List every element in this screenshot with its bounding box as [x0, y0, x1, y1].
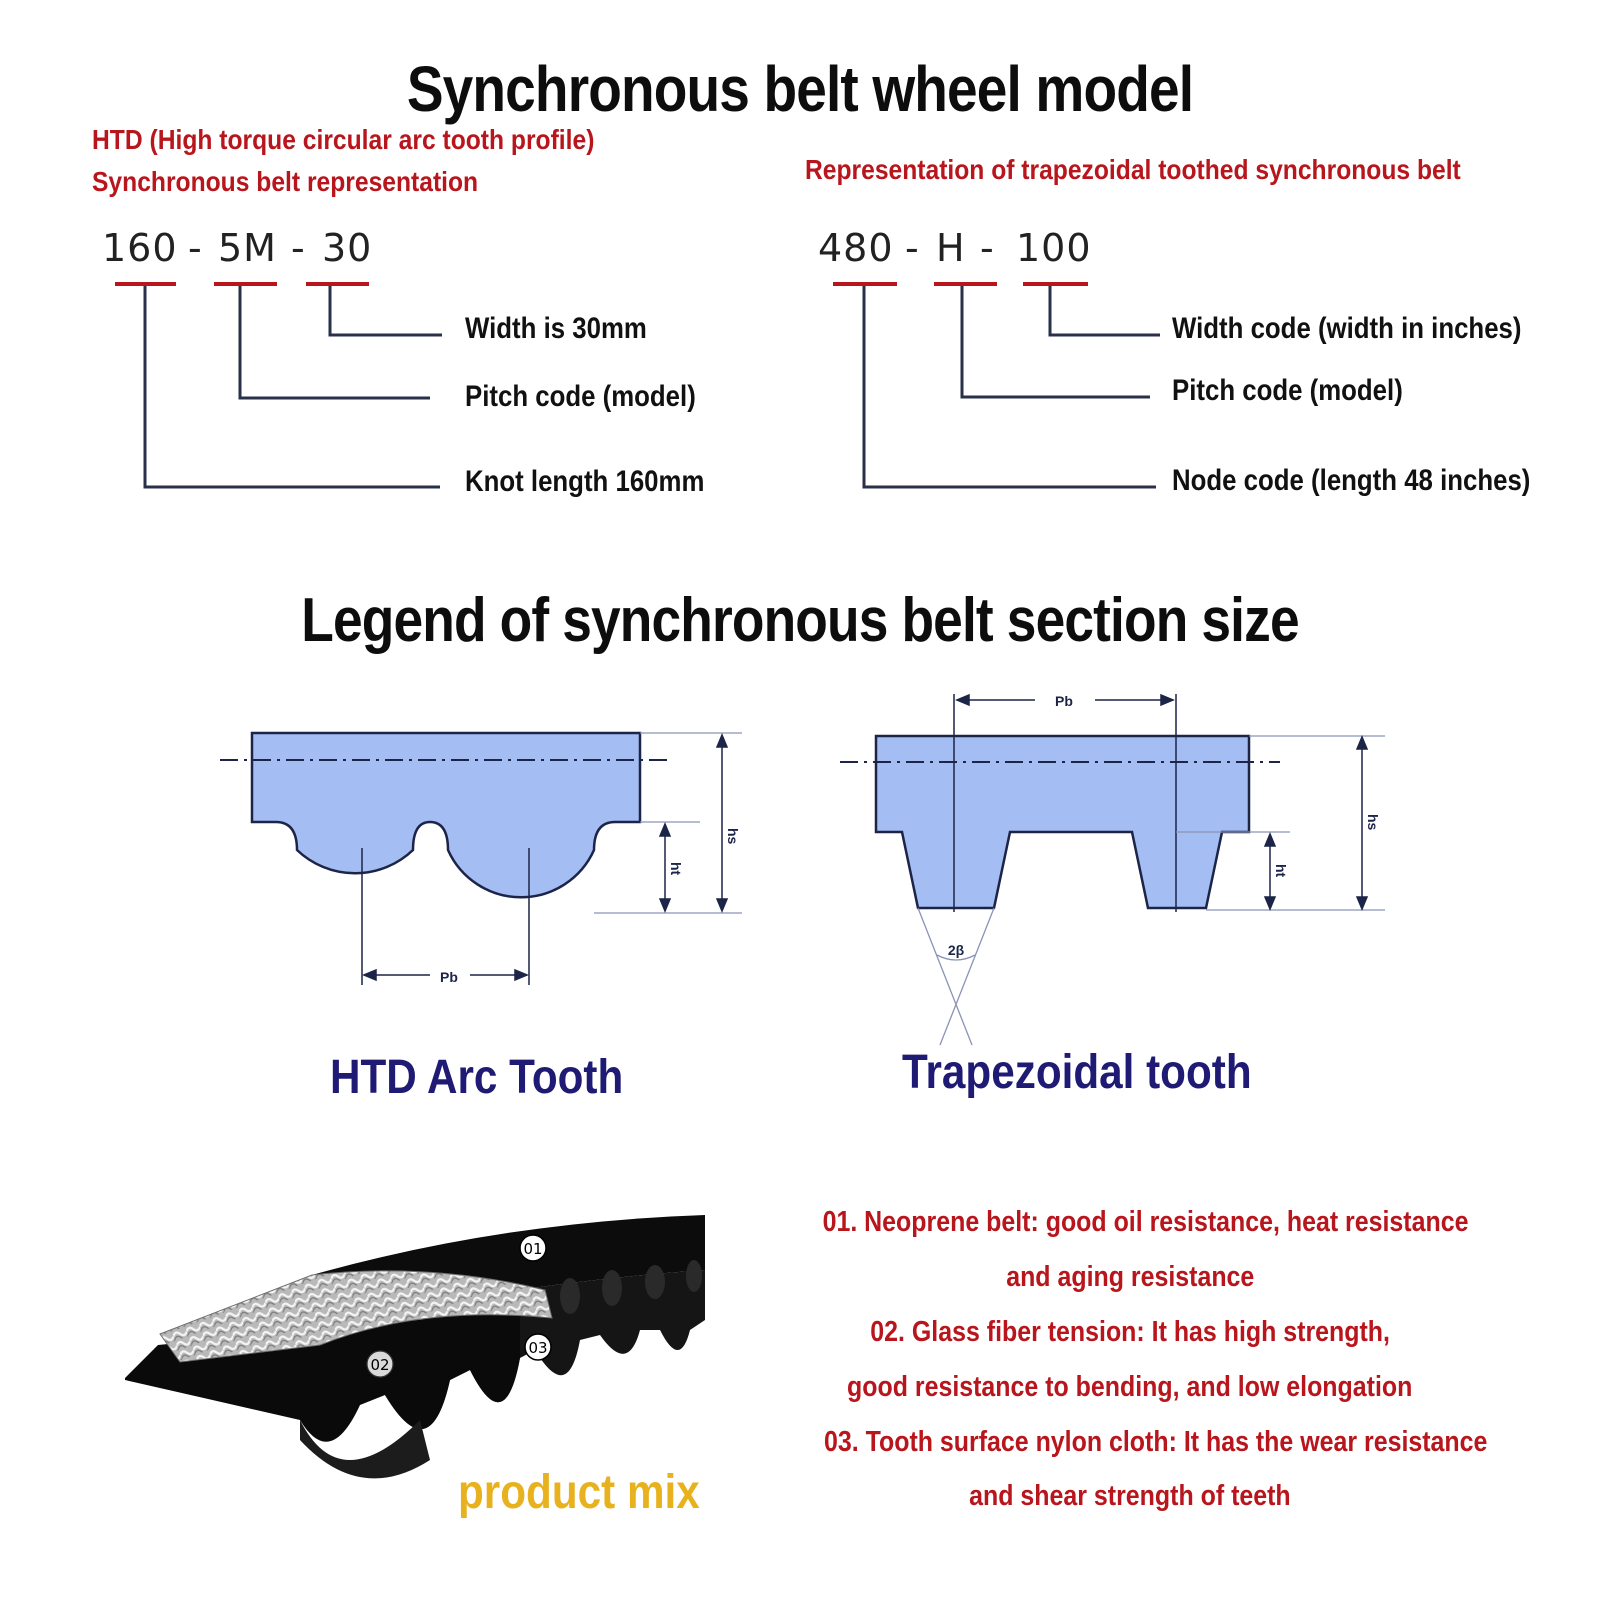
htd-extension-lines [594, 732, 742, 914]
trap-code-connectors [833, 282, 1160, 489]
trap-code-pitch: H [936, 226, 966, 270]
htd-label-length: Knot length 160mm [465, 465, 705, 498]
trap-leader-length [862, 286, 1156, 489]
trap-hs-dimension [1355, 735, 1369, 911]
htd-leader-pitch [238, 286, 430, 400]
trap-ht-label: ht [1273, 864, 1289, 878]
feature-line-2: and aging resistance [1005, 1261, 1255, 1293]
feature-line-6: and shear strength of teeth [969, 1480, 1291, 1512]
belt-tooth-front [300, 1420, 430, 1479]
htd-code-sep2: - [291, 226, 306, 270]
trap-caption: Trapezoidal tooth [902, 1046, 1252, 1099]
marker-02: 02 [370, 1356, 389, 1374]
trap-label-length: Node code (length 48 inches) [1172, 464, 1531, 497]
htd-pb-label: Pb [440, 969, 458, 985]
marker-03-circle [524, 1333, 552, 1361]
htd-hs-label: hs [725, 828, 741, 845]
trap-angle-label: 2β [948, 942, 965, 958]
htd-section-diagram [220, 731, 742, 985]
feature-line-3: 02. Glass fiber tension: It has high str… [870, 1316, 1390, 1348]
htd-label-pitch: Pitch code (model) [465, 380, 696, 413]
trap-leader-width [1048, 286, 1160, 337]
belt-tooth-ribs [560, 1260, 702, 1314]
trap-ht-dimension [1263, 832, 1277, 911]
belt-cord-layer [159, 1270, 553, 1363]
marker-01-circle [519, 1234, 547, 1262]
trap-angle-construction [917, 907, 995, 1046]
feature-line-4: good resistance to bending, and low elon… [847, 1371, 1413, 1403]
htd-heading-line2: Synchronous belt representation [92, 166, 479, 197]
htd-code-connectors [115, 282, 442, 489]
feature-line-5: 03. Tooth surface nylon cloth: It has th… [823, 1426, 1488, 1458]
product-mix-caption: product mix [458, 1466, 700, 1519]
htd-code-width: 30 [322, 226, 373, 270]
section-title: Legend of synchronous belt section size [301, 586, 1299, 655]
trap-code-width: 100 [1016, 226, 1092, 270]
htd-hs-dimension [715, 733, 729, 913]
trap-code-length: 480 [818, 226, 894, 270]
htd-code-pitch: 5M [218, 226, 277, 270]
htd-pb-dimension [362, 968, 529, 982]
trap-label-pitch: Pitch code (model) [1172, 374, 1403, 407]
page-title: Synchronous belt wheel model [406, 53, 1194, 125]
htd-ht-label: ht [668, 862, 684, 876]
htd-code-sep1: - [188, 226, 203, 270]
htd-caption: HTD Arc Tooth [330, 1051, 624, 1104]
marker-02-circle [366, 1350, 394, 1378]
htd-code-length: 160 [102, 226, 178, 270]
trap-section-diagram [840, 693, 1385, 1046]
htd-leader-length [143, 286, 440, 489]
feature-line-1: 01. Neoprene belt: good oil resistance, … [822, 1206, 1469, 1238]
trap-leader-pitch [960, 286, 1150, 399]
htd-belt-profile [250, 731, 642, 899]
htd-label-width: Width is 30mm [465, 312, 647, 345]
htd-heading-line1: HTD (High torque circular arc tooth prof… [92, 124, 595, 155]
trap-code-sep2: - [980, 226, 995, 270]
trap-heading: Representation of trapezoidal toothed sy… [805, 154, 1461, 185]
marker-01: 01 [523, 1240, 542, 1258]
trap-pb-dimension [955, 693, 1175, 707]
trap-hs-label: hs [1365, 814, 1381, 831]
trap-label-width: Width code (width in inches) [1172, 312, 1522, 345]
htd-leader-width [328, 286, 442, 337]
product-belt-illustration [125, 1215, 705, 1479]
marker-03: 03 [528, 1339, 547, 1357]
trap-pb-label: Pb [1055, 693, 1073, 709]
htd-ht-dimension [658, 822, 672, 913]
trap-code-sep1: - [905, 226, 920, 270]
